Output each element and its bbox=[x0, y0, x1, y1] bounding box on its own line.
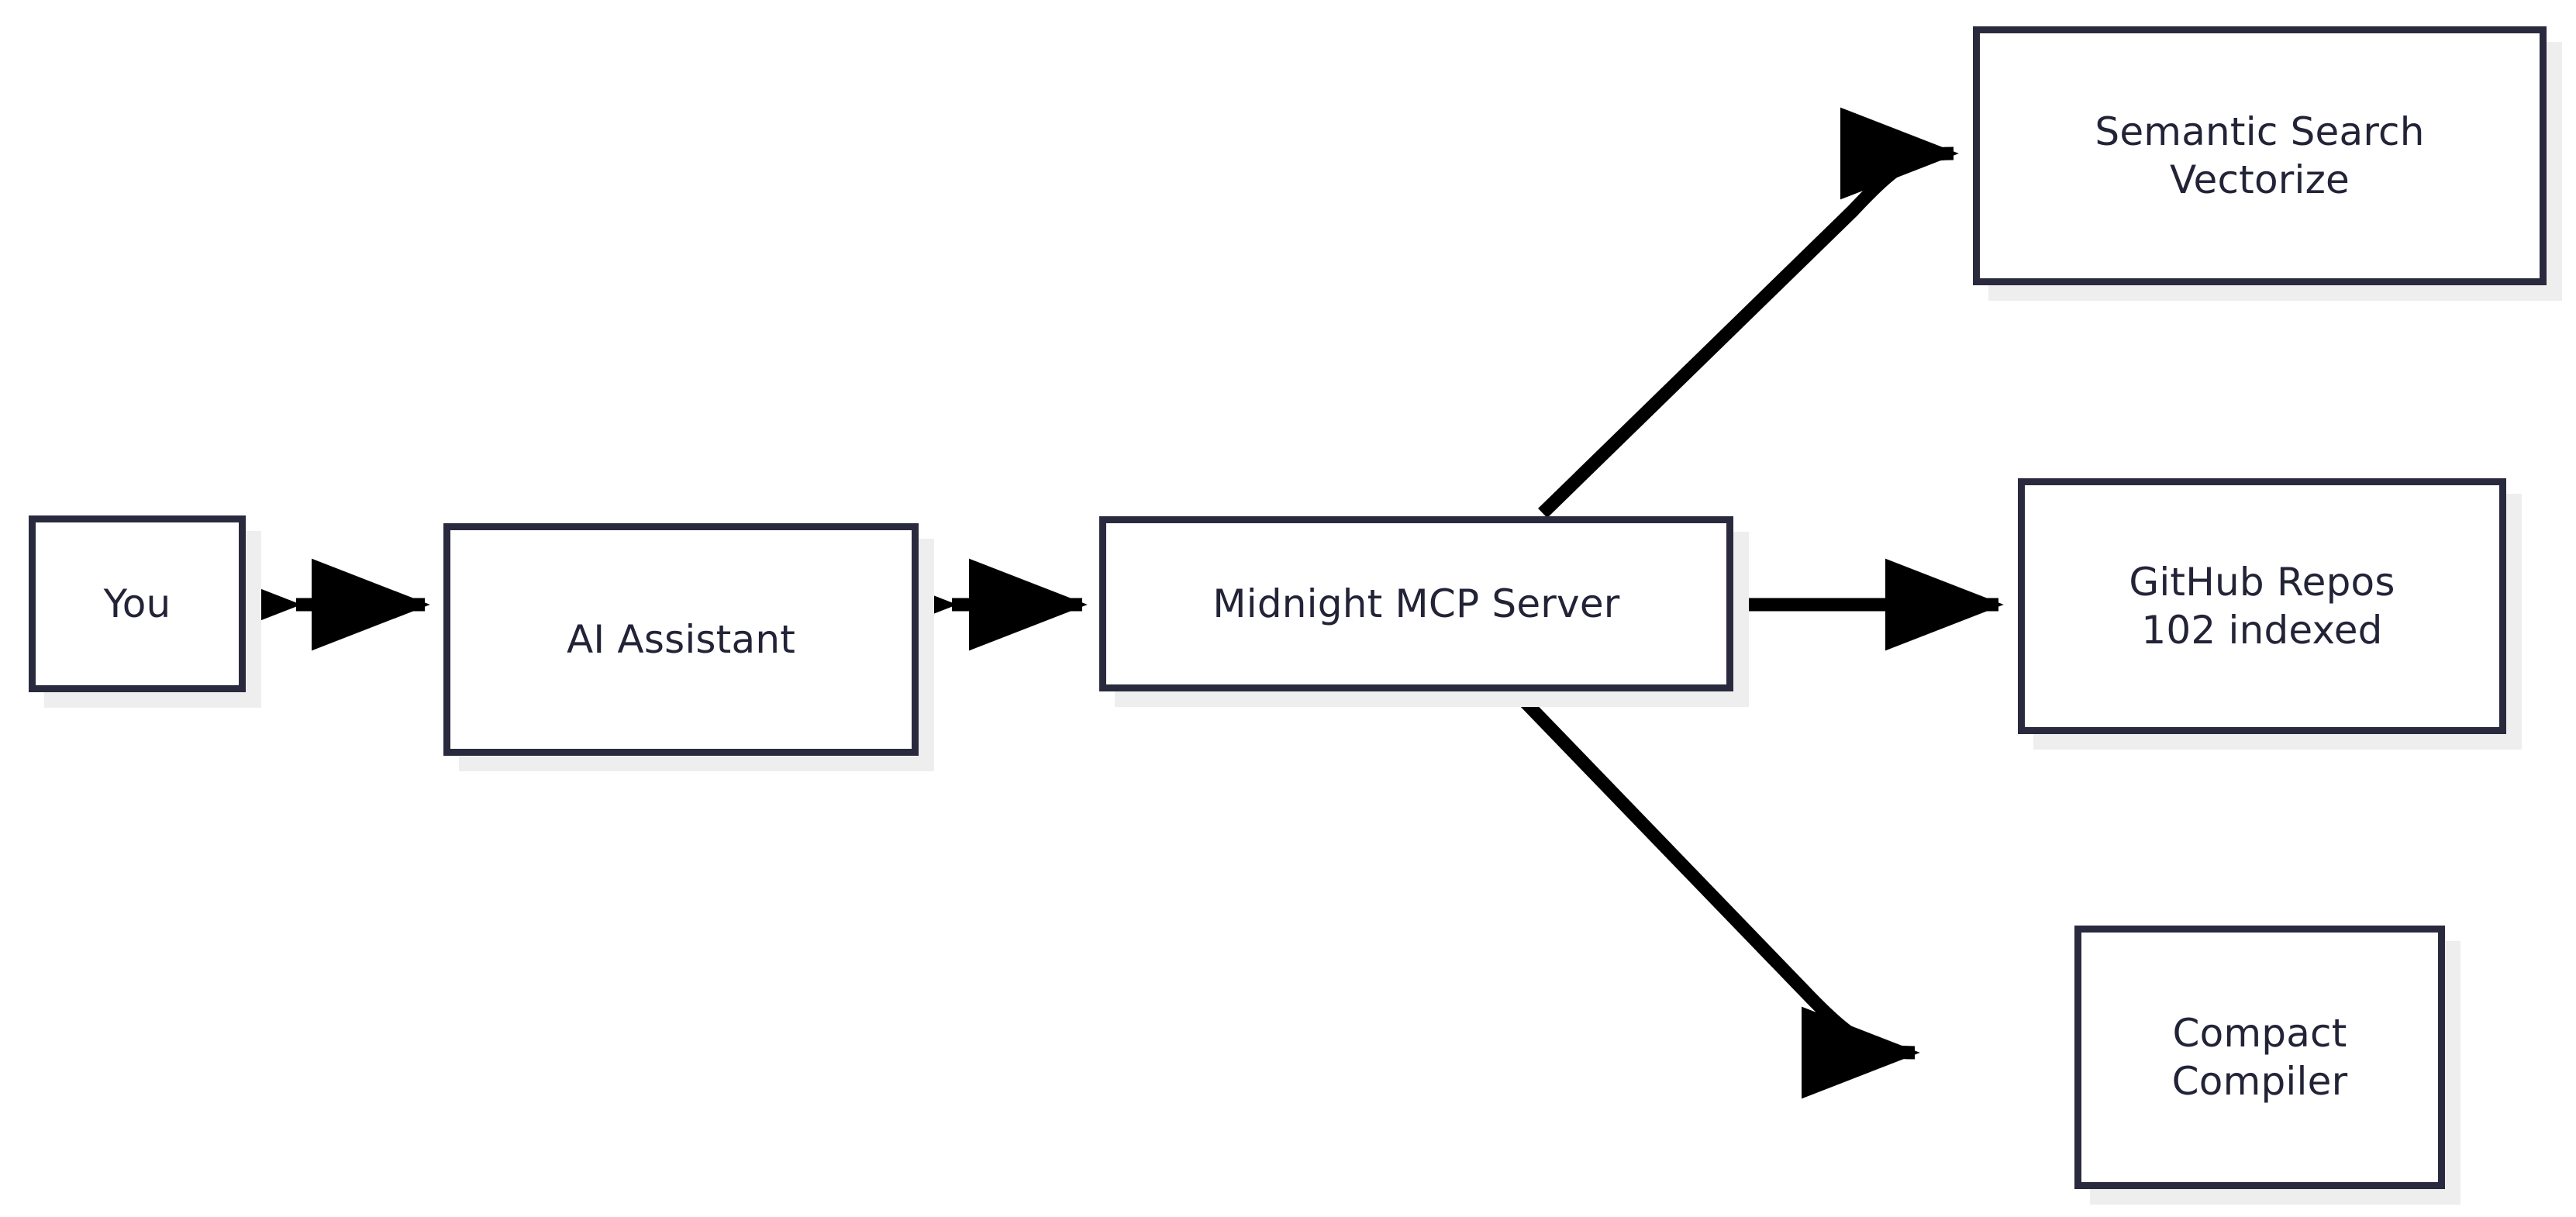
node-semantic-search-label-line2: Vectorize bbox=[2169, 157, 2350, 202]
node-compact-compiler[interactable]: Compact Compiler bbox=[2074, 926, 2445, 1189]
node-semantic-search-label-line1: Semantic Search bbox=[2095, 109, 2425, 154]
node-ai-assistant[interactable]: AI Assistant bbox=[443, 523, 919, 756]
node-midnight-mcp-server[interactable]: Midnight MCP Server bbox=[1099, 516, 1733, 691]
node-github-repos-label-line1: GitHub Repos bbox=[2129, 560, 2395, 605]
node-midnight-mcp-server-label: Midnight MCP Server bbox=[1212, 581, 1620, 626]
node-compact-compiler-label-line1: Compact bbox=[2172, 1011, 2347, 1056]
node-you-label: You bbox=[103, 581, 171, 626]
node-compact-compiler-label-line2: Compiler bbox=[2171, 1059, 2348, 1104]
node-ai-assistant-label: AI Assistant bbox=[566, 617, 796, 662]
node-you[interactable]: You bbox=[29, 515, 246, 692]
edge-mcp-compiler bbox=[1516, 693, 1920, 1099]
node-github-repos[interactable]: GitHub Repos 102 indexed bbox=[2018, 478, 2506, 734]
node-semantic-search[interactable]: Semantic Search Vectorize bbox=[1973, 26, 2547, 285]
edge-mcp-semantic bbox=[1538, 107, 1959, 519]
node-github-repos-label-line2: 102 indexed bbox=[2141, 608, 2383, 653]
